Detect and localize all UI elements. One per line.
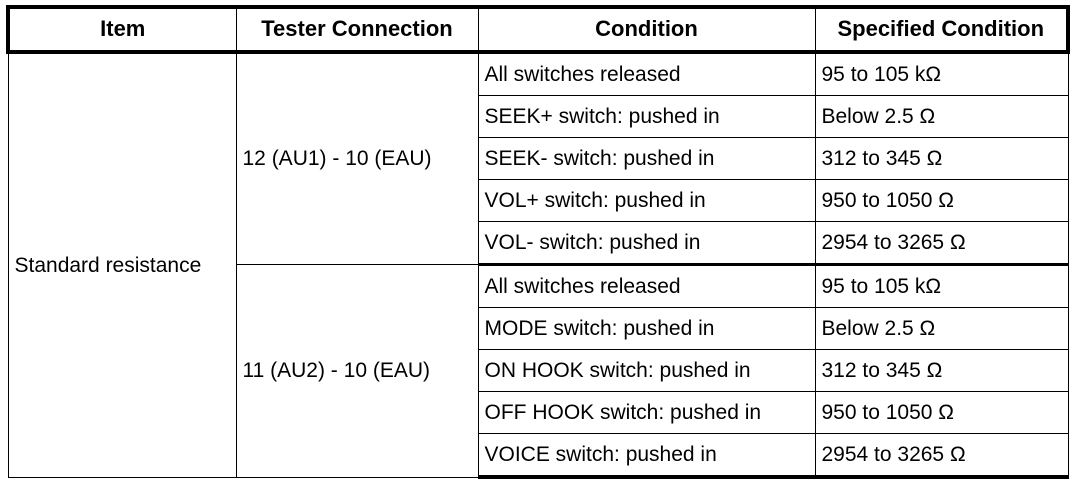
table-row: SEEK- switch: pushed in 312 to 345 Ω [8, 137, 1069, 180]
cell-condition: All switches released [477, 51, 816, 96]
cell-specified-condition: 95 to 105 kΩ [814, 264, 1069, 308]
table-row: VOL- switch: pushed in 2954 to 3265 Ω [8, 221, 1069, 266]
table-row: SEEK+ switch: pushed in Below 2.5 Ω [8, 95, 1069, 138]
table-row: ON HOOK switch: pushed in 312 to 345 Ω [8, 349, 1069, 392]
table-row: OFF HOOK switch: pushed in 950 to 1050 Ω [8, 391, 1069, 434]
cell-specified-condition: 312 to 345 Ω [814, 349, 1069, 392]
table-row: VOL+ switch: pushed in 950 to 1050 Ω [8, 179, 1069, 222]
cell-condition: MODE switch: pushed in [477, 307, 816, 350]
specification-table: Item Tester Connection Condition Specifi… [6, 5, 1070, 479]
cell-tester-connection-group-2: 11 (AU2) - 10 (EAU) [235, 264, 479, 478]
cell-specified-condition: 312 to 345 Ω [814, 137, 1069, 180]
cell-condition: VOL- switch: pushed in [477, 221, 816, 266]
cell-specified-condition: 95 to 105 kΩ [814, 51, 1069, 96]
column-header-tester-connection: Tester Connection [235, 5, 479, 54]
cell-condition: SEEK- switch: pushed in [477, 137, 816, 180]
cell-specified-condition: 2954 to 3265 Ω [814, 221, 1069, 266]
cell-specified-condition: Below 2.5 Ω [814, 95, 1069, 138]
table-row: 11 (AU2) - 10 (EAU) All switches release… [8, 264, 1069, 478]
cell-condition: All switches released [477, 264, 816, 308]
cell-specified-condition: 950 to 1050 Ω [814, 391, 1069, 434]
table-row: Standard resistance 12 (AU1) - 10 (EAU) … [7, 51, 1069, 478]
table-header-row: Item Tester Connection Condition Specifi… [6, 5, 1070, 54]
column-header-specified-condition: Specified Condition [814, 5, 1070, 54]
cell-specified-condition: 950 to 1050 Ω [814, 179, 1069, 222]
cell-specified-condition: 2954 to 3265 Ω [814, 433, 1069, 479]
cell-item-standard-resistance: Standard resistance [7, 51, 237, 478]
cell-condition: ON HOOK switch: pushed in [477, 349, 816, 392]
cell-condition: OFF HOOK switch: pushed in [477, 391, 816, 434]
table-row: MODE switch: pushed in Below 2.5 Ω [8, 307, 1069, 350]
cell-condition: VOICE switch: pushed in [477, 433, 816, 479]
cell-tester-connection-group-1: 12 (AU1) - 10 (EAU) [235, 51, 479, 265]
column-header-condition: Condition [477, 5, 816, 54]
column-header-item: Item [6, 5, 237, 54]
table-row: VOICE switch: pushed in 2954 to 3265 Ω [8, 433, 1069, 479]
cell-condition: SEEK+ switch: pushed in [477, 95, 816, 138]
cell-specified-condition: Below 2.5 Ω [814, 307, 1069, 350]
cell-condition: VOL+ switch: pushed in [477, 179, 816, 222]
